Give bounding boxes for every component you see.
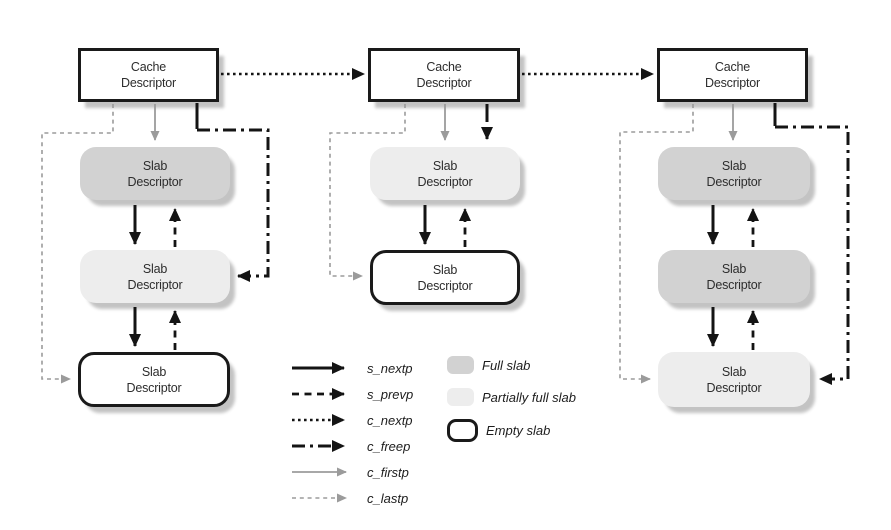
slab-descriptor-3-2-label: Slab Descriptor xyxy=(706,261,762,292)
slab-descriptor-1-2-label: Slab Descriptor xyxy=(127,261,183,292)
c-lastp-arrow-1 xyxy=(41,104,114,384)
legend-row-full-slab: Full slab xyxy=(447,356,576,374)
legend-row-s-prevp: s_prevp xyxy=(291,385,413,403)
slab-descriptor-2-2: Slab Descriptor xyxy=(370,250,520,305)
cache-descriptor-3: Cache Descriptor xyxy=(657,48,808,102)
slab-descriptor-2-1: Slab Descriptor xyxy=(370,147,520,200)
c-nextp-legend-arrow xyxy=(292,414,345,426)
legend-label-full-slab: Full slab xyxy=(482,357,531,373)
slab-descriptor-1-1-label: Slab Descriptor xyxy=(127,158,183,189)
slab-descriptor-3-3: Slab Descriptor xyxy=(658,352,810,407)
slab-descriptor-3-3-label: Slab Descriptor xyxy=(706,364,762,395)
empty-slab-swatch xyxy=(447,419,478,442)
c-lastp-legend-arrow xyxy=(292,493,347,503)
slab-descriptor-1-2: Slab Descriptor xyxy=(80,250,230,303)
legend-label-partial-slab: Partially full slab xyxy=(482,389,576,405)
cache-descriptor-1: Cache Descriptor xyxy=(78,48,219,102)
legend-row-c-lastp: c_lastp xyxy=(291,489,413,507)
slab-type-legend: Full slab Partially full slab Empty slab xyxy=(447,356,576,442)
slab-descriptor-2-2-label: Slab Descriptor xyxy=(417,262,473,293)
legend-label-c-firstp: c_firstp xyxy=(367,464,409,480)
legend-row-c-firstp: c_firstp xyxy=(291,463,413,481)
legend-label-empty-slab: Empty slab xyxy=(486,423,551,438)
legend-label-s-nextp: s_nextp xyxy=(367,360,413,376)
slab-descriptor-3-1: Slab Descriptor xyxy=(658,147,810,200)
c-firstp-legend-arrow xyxy=(292,467,347,477)
c-lastp-arrow-3 xyxy=(619,104,694,384)
legend-label-s-prevp: s_prevp xyxy=(367,386,414,402)
legend-row-empty-slab: Empty slab xyxy=(447,419,576,442)
slab-descriptor-1-1: Slab Descriptor xyxy=(80,147,230,200)
legend-row-c-nextp: c_nextp xyxy=(291,411,413,429)
s-nextp-legend-arrow xyxy=(292,362,345,374)
slab-descriptor-3-1-label: Slab Descriptor xyxy=(706,158,762,189)
legend-row-s-nextp: s_nextp xyxy=(291,359,413,377)
partially-full-slab-swatch xyxy=(447,388,474,406)
cache-descriptor-3-label: Cache Descriptor xyxy=(705,60,760,90)
cache-descriptor-2-label: Cache Descriptor xyxy=(416,60,472,90)
legend-label-c-freep: c_freep xyxy=(367,438,411,454)
cache-descriptor-2: Cache Descriptor xyxy=(368,48,520,102)
slab-descriptor-3-2: Slab Descriptor xyxy=(658,250,810,303)
s-prevp-legend-arrow xyxy=(292,388,345,400)
slab-descriptor-1-3-label: Slab Descriptor xyxy=(126,364,182,395)
legend-row-partial-slab: Partially full slab xyxy=(447,388,576,406)
full-slab-swatch xyxy=(447,356,474,374)
pointer-legend: s_nextp s_prevp c_nextp c_freep c_firstp xyxy=(291,359,413,507)
legend-label-c-lastp: c_lastp xyxy=(367,490,409,506)
cache-descriptor-1-label: Cache Descriptor xyxy=(121,60,176,90)
legend-label-c-nextp: c_nextp xyxy=(367,412,413,428)
slab-descriptor-1-3: Slab Descriptor xyxy=(78,352,230,407)
c-freep-legend-arrow xyxy=(292,440,345,452)
legend-row-c-freep: c_freep xyxy=(291,437,413,455)
slab-descriptor-2-1-label: Slab Descriptor xyxy=(417,158,473,189)
